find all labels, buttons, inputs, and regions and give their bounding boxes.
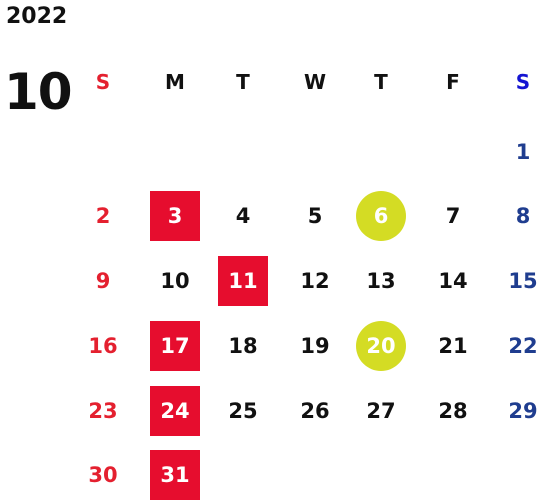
day-cell-27[interactable]: 27 xyxy=(366,399,396,423)
day-cell-7[interactable]: 7 xyxy=(445,204,461,228)
day-cell-14[interactable]: 14 xyxy=(438,269,468,293)
day-cell-11[interactable]: 11 xyxy=(218,256,268,306)
day-cell-30[interactable]: 30 xyxy=(88,463,118,487)
weekday-header: S xyxy=(515,70,531,94)
day-cell-19[interactable]: 19 xyxy=(300,334,330,358)
day-cell-4[interactable]: 4 xyxy=(235,204,251,228)
day-cell-5[interactable]: 5 xyxy=(307,204,323,228)
weekday-header: T xyxy=(236,70,250,94)
month-label: 10 xyxy=(4,63,73,121)
day-cell-9[interactable]: 9 xyxy=(95,269,111,293)
day-cell-23[interactable]: 23 xyxy=(88,399,118,423)
day-cell-3[interactable]: 3 xyxy=(150,191,200,241)
day-cell-13[interactable]: 13 xyxy=(366,269,396,293)
day-cell-17[interactable]: 17 xyxy=(150,321,200,371)
day-cell-6[interactable]: 6 xyxy=(356,191,406,241)
day-cell-15[interactable]: 15 xyxy=(508,269,538,293)
day-cell-20[interactable]: 20 xyxy=(356,321,406,371)
weekday-header: T xyxy=(374,70,388,94)
day-cell-16[interactable]: 16 xyxy=(88,334,118,358)
day-cell-2[interactable]: 2 xyxy=(95,204,111,228)
day-cell-26[interactable]: 26 xyxy=(300,399,330,423)
weekday-header: F xyxy=(446,70,460,94)
weekday-header: S xyxy=(95,70,111,94)
day-cell-29[interactable]: 29 xyxy=(508,399,538,423)
day-cell-24[interactable]: 24 xyxy=(150,386,200,436)
day-cell-25[interactable]: 25 xyxy=(228,399,258,423)
weekday-header: W xyxy=(303,70,327,94)
day-cell-21[interactable]: 21 xyxy=(438,334,468,358)
weekday-header: M xyxy=(165,70,185,94)
day-cell-31[interactable]: 31 xyxy=(150,450,200,500)
day-cell-18[interactable]: 18 xyxy=(228,334,258,358)
day-cell-8[interactable]: 8 xyxy=(515,204,531,228)
day-cell-28[interactable]: 28 xyxy=(438,399,468,423)
year-label: 2022 xyxy=(6,4,68,29)
day-cell-1[interactable]: 1 xyxy=(515,140,531,164)
day-cell-10[interactable]: 10 xyxy=(160,269,190,293)
day-cell-12[interactable]: 12 xyxy=(300,269,330,293)
day-cell-22[interactable]: 22 xyxy=(508,334,538,358)
